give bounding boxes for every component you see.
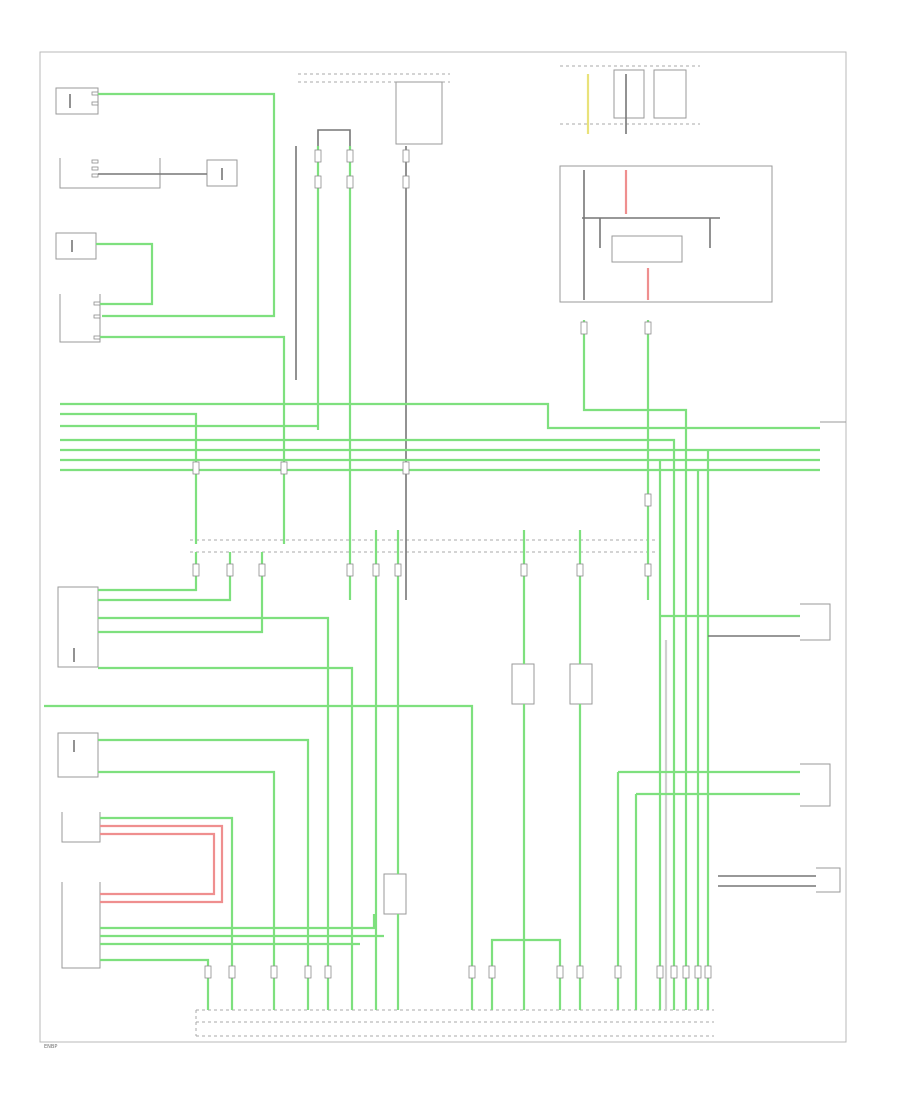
diagram-code: ENBP — [44, 1044, 57, 1050]
airbag-control-unit — [59, 294, 101, 343]
diagram-frame — [39, 51, 847, 1043]
seat-heater-control-unit — [55, 87, 99, 115]
dash-junction-connector — [298, 73, 450, 146]
clock-spring — [61, 812, 101, 843]
passenger-weight-sensor — [560, 65, 700, 125]
steering-wheel-module — [61, 882, 101, 969]
passenger-airbag-module — [206, 159, 238, 187]
connector-marks — [192, 149, 712, 979]
wire-group-left-lower — [44, 552, 474, 1010]
left-front-seat-belt-pretensioner — [57, 586, 99, 668]
driver-dash-connector — [55, 232, 97, 260]
wire-group-top-left — [96, 92, 297, 544]
side-impact-sensor — [800, 421, 846, 893]
wire-group-center — [316, 146, 582, 1010]
occupant-detection-unit — [559, 165, 773, 303]
front-impact-sensor — [383, 663, 593, 915]
wire-group-right-lower — [490, 614, 816, 1010]
body-control-module — [59, 158, 161, 189]
instrument-junction-connector — [190, 539, 658, 553]
right-front-seat-belt-pretensioner — [57, 732, 99, 778]
floor-junction-connector — [195, 1009, 714, 1037]
wire-bus — [60, 402, 820, 1010]
